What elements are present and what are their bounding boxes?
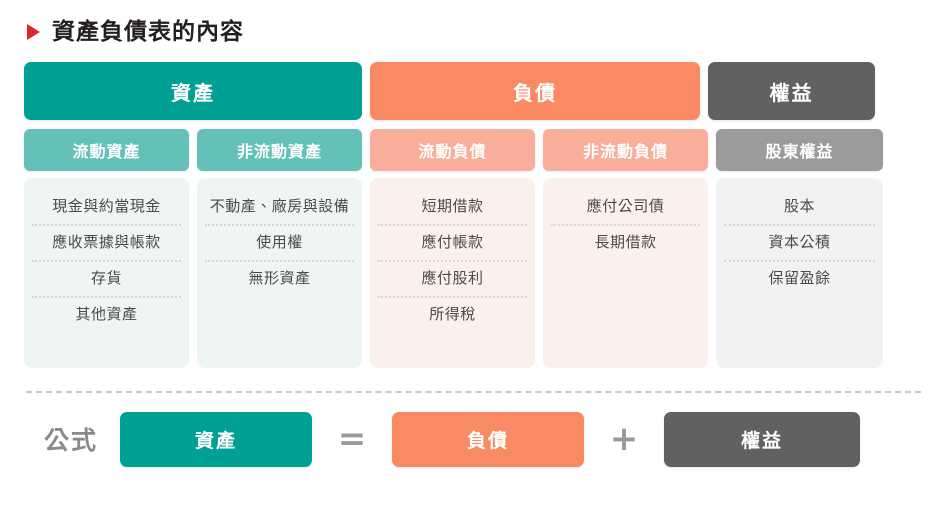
header-liabilities-label: 負債 bbox=[513, 82, 557, 105]
formula-box-liabilities[interactable]: 負債 bbox=[392, 411, 585, 467]
list-item: 股本 bbox=[783, 198, 815, 215]
formula-box-equity-label: 權益 bbox=[741, 430, 784, 452]
equals-sign-icon: = bbox=[337, 419, 367, 459]
plus-sign-icon: + bbox=[609, 419, 639, 459]
list-item: 其他資產 bbox=[32, 296, 181, 332]
subheader-noncurrent-assets-label: 非流動資產 bbox=[236, 144, 322, 161]
formula-box-assets-label: 資產 bbox=[195, 430, 238, 452]
subheader-noncurrent-liabilities[interactable]: 非流動負債 bbox=[543, 129, 708, 171]
subheader-current-assets[interactable]: 流動資產 bbox=[24, 129, 189, 171]
page-title: 資產負債表的內容 bbox=[24, 0, 923, 62]
formula-box-liabilities-label: 負債 bbox=[467, 430, 510, 452]
panel-current-assets: 現金與約當現金 應收票據與帳款 存貨 其他資產 bbox=[24, 178, 189, 368]
formula-box-equity[interactable]: 權益 bbox=[664, 411, 861, 467]
subheader-noncurrent-liabilities-label: 非流動負債 bbox=[582, 144, 668, 161]
subheader-current-assets-label: 流動資產 bbox=[72, 144, 141, 161]
content-row: 現金與約當現金 應收票據與帳款 存貨 其他資產 不動產、廠房與設備 使用權 無形… bbox=[24, 178, 923, 368]
list-item: 應付股利 bbox=[378, 260, 527, 296]
formula-label: 公式 bbox=[44, 427, 99, 455]
panel-current-liabilities: 短期借款 應付帳款 應付股利 所得稅 bbox=[370, 178, 535, 368]
list-item: 保留盈餘 bbox=[724, 260, 875, 296]
list-item: 短期借款 bbox=[421, 198, 484, 215]
triangle-marker-icon bbox=[27, 24, 40, 40]
formula-box-assets[interactable]: 資產 bbox=[120, 411, 313, 467]
page-title-text: 資產負債表的內容 bbox=[52, 17, 244, 44]
subheader-noncurrent-assets[interactable]: 非流動資產 bbox=[197, 129, 362, 171]
list-item: 應收票據與帳款 bbox=[32, 224, 181, 260]
section-divider bbox=[26, 391, 921, 393]
subheader-shareholders-equity[interactable]: 股東權益 bbox=[716, 129, 883, 171]
header-assets[interactable]: 資產 bbox=[24, 62, 362, 120]
subheader-shareholders-equity-label: 股東權益 bbox=[765, 144, 834, 161]
subheader-current-liabilities[interactable]: 流動負債 bbox=[370, 129, 535, 171]
panel-shareholders-equity: 股本 資本公積 保留盈餘 bbox=[716, 178, 883, 368]
list-item: 不動產、廠房與設備 bbox=[209, 198, 350, 215]
major-header-row: 資產 負債 權益 bbox=[24, 62, 923, 120]
list-item: 應付公司債 bbox=[586, 198, 665, 215]
header-equity[interactable]: 權益 bbox=[708, 62, 875, 120]
header-liabilities[interactable]: 負債 bbox=[370, 62, 700, 120]
list-item: 所得稅 bbox=[378, 296, 527, 332]
list-item: 無形資產 bbox=[205, 260, 354, 296]
panel-noncurrent-liabilities: 應付公司債 長期借款 bbox=[543, 178, 708, 368]
list-item: 現金與約當現金 bbox=[52, 198, 161, 215]
header-assets-label: 資產 bbox=[171, 82, 215, 105]
list-item: 存貨 bbox=[32, 260, 181, 296]
list-item: 使用權 bbox=[205, 224, 354, 260]
list-item: 長期借款 bbox=[551, 224, 700, 260]
formula-row: 公式 資產 = 負債 + 權益 bbox=[24, 393, 923, 485]
list-item: 應付帳款 bbox=[378, 224, 527, 260]
subheader-current-liabilities-label: 流動負債 bbox=[418, 144, 487, 161]
panel-noncurrent-assets: 不動產、廠房與設備 使用權 無形資產 bbox=[197, 178, 362, 368]
sub-header-row: 流動資產 非流動資產 流動負債 非流動負債 股東權益 bbox=[24, 129, 923, 171]
header-equity-label: 權益 bbox=[769, 82, 814, 105]
list-item: 資本公積 bbox=[724, 224, 875, 260]
